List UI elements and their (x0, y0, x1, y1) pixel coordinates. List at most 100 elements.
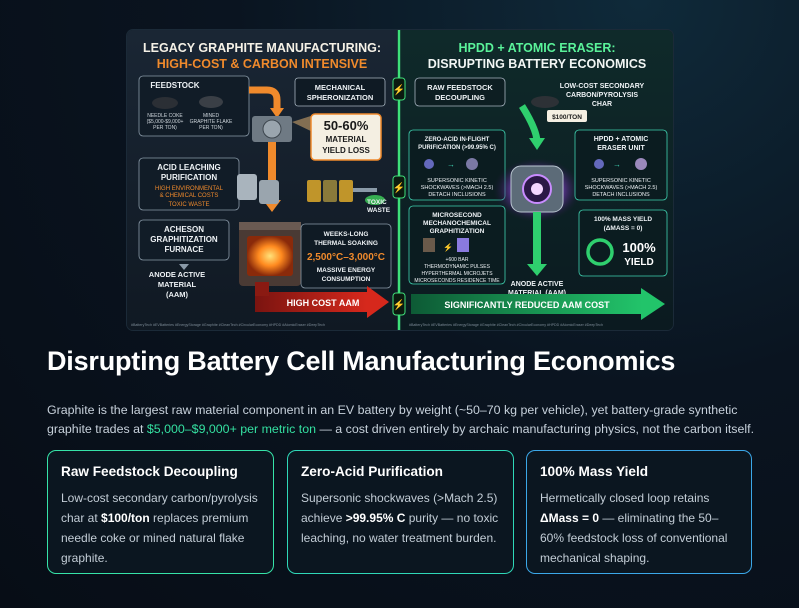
mech-label-1: MECHANICAL (315, 83, 366, 92)
price-tag-label: $100/TON (552, 114, 582, 121)
intro-paragraph: Graphite is the largest raw material com… (47, 401, 757, 439)
micro-label-2: MECHANOCHEMICAL (423, 220, 491, 227)
needle-coke-label: NEEDLE COKE (147, 113, 183, 119)
mass-yield-box (578, 209, 668, 277)
svg-text:⚡: ⚡ (443, 242, 453, 252)
card-mass-yield: 100% Mass Yield Hermetically closed loop… (526, 450, 752, 574)
card-text: replaces premium needle coke or mined na… (61, 511, 249, 565)
yield-loss-box (310, 113, 382, 161)
mined-label: MINED (203, 113, 220, 119)
lowcost-label-2: CARBON/PYROLYSIS (566, 92, 638, 99)
thermal-box (300, 223, 392, 289)
micro-label-3: GRAPHITIZATION (430, 228, 485, 235)
aam-left-1: ANODE ACTIVE (149, 270, 205, 279)
char-pile-icon (531, 96, 559, 108)
yield-loss-label-1: MATERIAL (326, 135, 367, 144)
micro-label-4: +600 BAR (446, 257, 469, 263)
micro-label-1: MICROSECOND (432, 212, 482, 219)
zero-acid-box (408, 129, 506, 201)
acid-label-2: PURIFICATION (161, 173, 218, 182)
mech-label-2: SPHERONIZATION (307, 93, 374, 102)
mass-yield-word: YIELD (624, 257, 653, 268)
acheson-label-3: FURNACE (164, 245, 204, 254)
micro-label-7: MICROSECONDS RESIDENCE TIME (414, 278, 500, 284)
zero-label-1: ZERO-ACID IN-FLIGHT (425, 137, 490, 143)
acid-label-1: ACID LEACHING (157, 163, 221, 172)
acid-label-5: TOXIC WASTE (168, 202, 209, 208)
hashtags-left: #BatteryTech #EVBatteries #EnergyStorage… (131, 323, 325, 327)
micro-label-6: HYPERTHERMAL MICROJETS (421, 271, 493, 277)
intro-text-after: — a cost driven entirely by archaic manu… (316, 422, 755, 436)
card-body: Hermetically closed loop retains ΔMass =… (540, 488, 739, 568)
unit-label-1: HPDD + ATOMIC (594, 136, 649, 143)
lowcost-label-1: LOW-COST SECONDARY (560, 83, 645, 90)
micro-label-5: THERMODYNAMIC PULSES (424, 264, 491, 270)
mass-label-2: (ΔMASS = 0) (604, 225, 643, 232)
thermal-temp: 2,500°C–3,000°C (307, 252, 385, 263)
price-tag (547, 110, 587, 122)
lowcost-label-3: CHAR (592, 101, 612, 108)
aam-right-2: MATERIAL (AAM) (508, 290, 566, 297)
card-text: — eliminating the 50–60% feedstock loss … (540, 511, 728, 565)
card-title: 100% Mass Yield (540, 464, 649, 479)
card-body: Low-cost secondary carbon/pyrolysis char… (61, 488, 261, 568)
zero-label-5: DETACH INCLUSIONS (428, 192, 486, 198)
card-feedstock-decoupling: Raw Feedstock Decoupling Low-cost second… (47, 450, 274, 574)
right-title-line1: HPDD + ATOMIC ERASER: (458, 41, 615, 55)
svg-text:⚡: ⚡ (393, 298, 405, 311)
zero-label-4: SHOCKWAVES (>MACH 2.5) (421, 185, 494, 191)
reduced-cost-arrow (411, 294, 643, 314)
price-highlight: $5,000–$9,000+ per metric ton (146, 422, 317, 436)
thermal-label-1: WEEKS-LONG (324, 231, 369, 238)
unit-label-2: ERASER UNIT (597, 145, 645, 152)
card-emphasis: ΔMass = 0 (540, 511, 599, 525)
feedstock-label: FEEDSTOCK (150, 81, 199, 90)
aam-left-2: MATERIAL (158, 280, 197, 289)
acid-label-4: & CHEMICAL COSTS (160, 193, 219, 199)
zero-label-3: SUPERSONIC KINETIC (427, 178, 487, 184)
card-body: Supersonic shockwaves (>Mach 2.5) achiev… (301, 488, 501, 548)
needle-coke-price: ($5,000-$9,000+ (147, 119, 184, 125)
card-zero-acid: Zero-Acid Purification Supersonic shockw… (287, 450, 514, 574)
card-text: purity — no toxic leaching, no water tre… (301, 511, 499, 545)
thermal-label-2: THERMAL SOAKING (314, 240, 378, 247)
feedstock-box (138, 75, 250, 137)
mined-label-2: GRAPHITE FLAKE (190, 119, 233, 125)
card-emphasis: >99.95% C (345, 511, 406, 525)
intro-text-before: Graphite is the largest raw material com… (47, 403, 738, 436)
left-title-line2: HIGH-COST & CARBON INTENSIVE (157, 57, 367, 71)
acid-label-3: HIGH ENVIRONMENTAL (155, 186, 224, 192)
svg-text:⚡: ⚡ (393, 83, 405, 96)
mass-percent: 100% (622, 240, 656, 255)
recycle-loop-icon (586, 238, 614, 266)
zero-label-2: PURIFICATION (>99.95% C) (418, 145, 496, 151)
mined-unit: PER TON) (199, 125, 223, 131)
unit-label-3: SUPERSONIC KINETIC (591, 178, 651, 184)
aam-right-1: ANODE ACTIVE (511, 281, 564, 288)
raw-label-2: DECOUPLING (435, 93, 485, 102)
yield-loss-percent: 50-60% (324, 118, 369, 133)
svg-text:→: → (447, 160, 455, 169)
thermal-label-4: MASSIVE ENERGY (317, 267, 376, 274)
card-text: Low-cost secondary carbon/pyrolysis char… (61, 491, 258, 525)
raw-label-1: RAW FEEDSTOCK (427, 83, 493, 92)
card-text: Supersonic shockwaves (>Mach 2.5) achiev… (301, 491, 498, 525)
unit-label-5: DETACH INCLUSIONS (592, 192, 650, 198)
svg-text:→: → (613, 160, 621, 169)
card-title: Raw Feedstock Decoupling (61, 464, 238, 479)
thermal-label-5: CONSUMPTION (322, 276, 371, 283)
card-title: Zero-Acid Purification (301, 464, 443, 479)
card-text: Hermetically closed loop retains (540, 491, 710, 505)
reduced-cost-label: SIGNIFICANTLY REDUCED AAM COST (444, 300, 610, 310)
yield-loss-label-2: YIELD LOSS (322, 146, 370, 155)
high-cost-label: HIGH COST AAM (287, 298, 360, 308)
toxic-waste-1: TOXIC (367, 199, 387, 206)
acheson-label-2: GRAPHITIZATION (150, 235, 218, 244)
high-cost-arrow (255, 292, 367, 312)
acheson-box (138, 219, 230, 261)
toxic-waste-2: WASTE (367, 207, 391, 214)
acheson-label-1: ACHESON (164, 225, 204, 234)
aam-left-3: (AAM) (166, 290, 189, 299)
svg-text:⚡: ⚡ (393, 181, 405, 194)
unit-label-4: SHOCKWAVES (>MACH 2.5) (585, 185, 658, 191)
